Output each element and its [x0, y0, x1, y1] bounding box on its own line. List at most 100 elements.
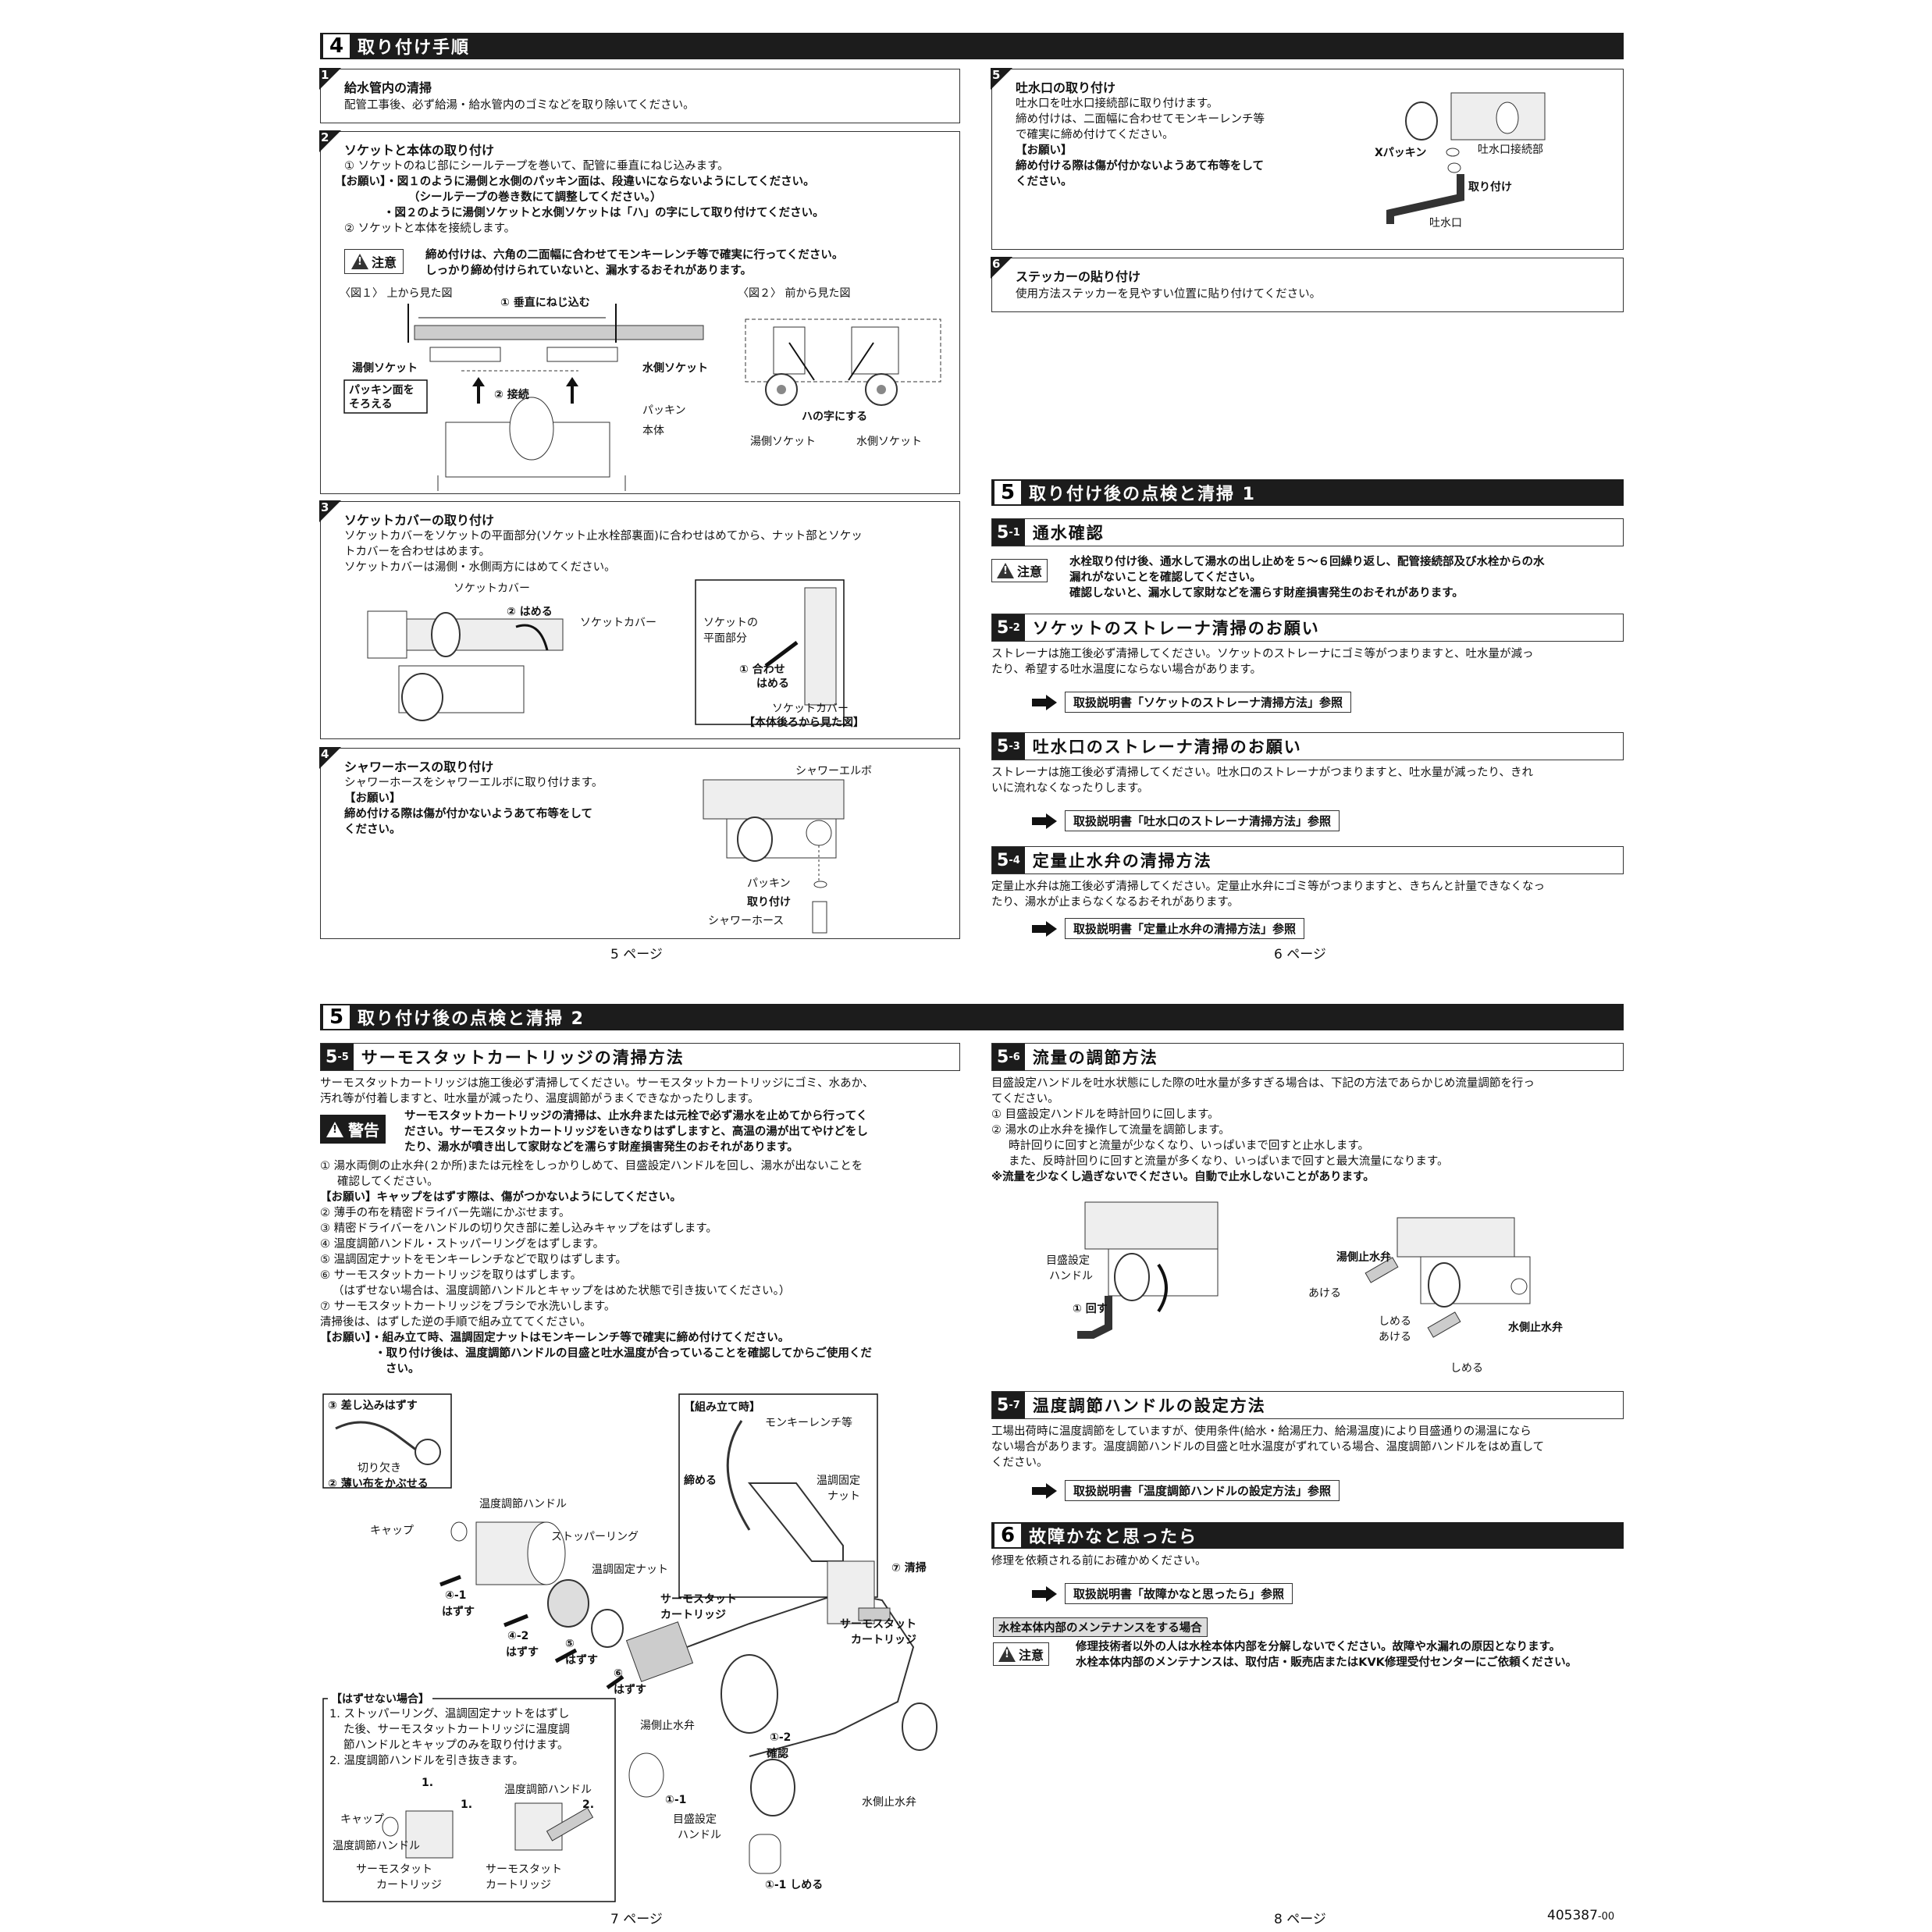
- step-request: 【お願い】: [344, 792, 401, 805]
- figure-label: パッキン: [642, 404, 686, 417]
- procedure-step: 確認してください。: [337, 1176, 439, 1188]
- figure-label: ハンドル: [1049, 1270, 1093, 1283]
- figure-label: ストッパーリング: [551, 1531, 639, 1543]
- document-number-suffix: -00: [1597, 1911, 1615, 1923]
- warning-text: サーモスタットカートリッジの清掃は、止水弁または元栓で必ず湯水を止めてから行って…: [404, 1110, 868, 1123]
- warning-badge: 警告: [320, 1115, 386, 1144]
- figure-1-socket-top-view: [343, 304, 704, 491]
- subsection-title: サーモスタットカートリッジの清掃方法: [361, 1048, 685, 1067]
- section-number: 5: [323, 1005, 350, 1029]
- subsection-text: ください。: [991, 1457, 1048, 1469]
- figure-label: 1.: [422, 1777, 434, 1789]
- warning-icon: [326, 1121, 343, 1137]
- subsection-text: てください。: [991, 1093, 1059, 1105]
- figure-note: 節ハンドルとキャップのみを取り付けます。: [343, 1739, 569, 1752]
- subsection-text: たり、希望する吐水温度にならない場合があります。: [991, 664, 1261, 676]
- figure-label: 温度調節ハンドル: [479, 1498, 567, 1510]
- subsection-5-3: 5-3 吐水口のストレーナ清掃のお願い: [991, 732, 1624, 760]
- figure-label: 水側止水弁: [862, 1796, 916, 1809]
- figure-label: ⑤: [565, 1638, 575, 1650]
- figure-label: パッキン面を: [349, 384, 415, 397]
- subsection-suffix: -5: [337, 1051, 349, 1063]
- reference-label: 取扱説明書「定量止水弁の清掃方法」参照: [1065, 918, 1305, 939]
- procedure-step: ③ 精密ドライバーをハンドルの切り欠き部に差し込みキャップをはずします。: [320, 1222, 717, 1235]
- figure-label: 温度調節ハンドル: [333, 1840, 420, 1852]
- caution-text: 漏れがないことを確認してください。: [1069, 571, 1261, 584]
- arrow-right-icon: [1032, 920, 1059, 937]
- figure-label: 水側ソケット: [856, 436, 922, 448]
- section-number: 5: [994, 481, 1021, 504]
- figure-label: シャワーホース: [708, 915, 785, 927]
- subsection-title: 温度調節ハンドルの設定方法: [1032, 1397, 1266, 1415]
- maintenance-tag: 水栓本体内部のメンテナンスをする場合: [993, 1617, 1208, 1637]
- figure-label: ハンドル: [678, 1829, 721, 1841]
- figure-label: 温度調節ハンドル: [504, 1784, 592, 1796]
- subsection-text: ② 湯水の止水弁を操作して流量を調節します。: [991, 1124, 1230, 1137]
- subsection-text: 時計回りに回すと流量が少なくなり、いっぱいまで回すと止水します。: [1009, 1140, 1369, 1152]
- figure-label: 確認: [767, 1748, 788, 1760]
- figure-label: ④-1: [445, 1589, 467, 1602]
- step-line: ソケットカバーをソケットの平面部分(ソケット止水栓部裏面)に合わせはめてから、ナ…: [344, 530, 863, 543]
- procedure-request: さい。: [386, 1363, 420, 1375]
- figure-label: ② 薄い布をかぶせる: [328, 1478, 429, 1490]
- caution-badge: 注意: [991, 559, 1048, 582]
- subsection-5-6: 5-6 流量の調節方法: [991, 1043, 1624, 1071]
- figure-label: キャップ: [340, 1813, 384, 1826]
- step-text: 配管工事後、必ず給湯・給水管内のゴミなどを取り除いてください。: [344, 99, 695, 112]
- step-6-box: 6 ステッカーの貼り付け 使用方法ステッカーを見やすい位置に貼り付けてください。: [991, 257, 1624, 312]
- figure-label: ② はめる: [507, 606, 553, 618]
- warning-label: 警告: [348, 1121, 379, 1140]
- section-title: 取り付け手順: [358, 38, 471, 58]
- figure-label: そろえる: [349, 398, 393, 411]
- reference-label: 取扱説明書「ソケットのストレーナ清掃方法」参照: [1065, 692, 1352, 713]
- figure-label: ② 接続: [494, 389, 529, 401]
- figure-label: 湯側止水弁: [1336, 1251, 1391, 1264]
- subsection-suffix: -4: [1009, 854, 1020, 866]
- figure-label: シャワーエルボ: [795, 765, 872, 777]
- manual-reference: 取扱説明書「定量止水弁の清掃方法」参照: [1032, 918, 1305, 939]
- section-number: 4: [323, 34, 350, 58]
- manual-reference: 取扱説明書「吐水口のストレーナ清掃方法」参照: [1032, 810, 1340, 831]
- figure-label: ハの字にする: [802, 411, 868, 423]
- procedure-request: ・取り付け後は、温度調節ハンドルの目盛と吐水温度が合っていることを確認してからご…: [375, 1347, 872, 1360]
- step-2-box: 2 ソケットと本体の取り付け ① ソケットのねじ部にシールテープを巻いて、配管に…: [319, 130, 960, 494]
- step-request: ください。: [1016, 176, 1073, 188]
- figure-caption: 〈図１〉 上から見た図: [340, 287, 453, 300]
- subsection-number: 5: [997, 1047, 1009, 1067]
- figure-label: しめる: [1450, 1362, 1483, 1375]
- manual-reference: 取扱説明書「温度調節ハンドルの設定方法」参照: [1032, 1480, 1340, 1501]
- figure-label: カートリッジ: [486, 1879, 551, 1891]
- procedure-step: ⑦ サーモスタットカートリッジをブラシで水洗いします。: [320, 1300, 616, 1313]
- caution-label: 注意: [1019, 1648, 1044, 1663]
- figure-socket-cover: [367, 579, 845, 725]
- section-5-1-header: 5 取り付け後の点検と清掃 1: [991, 479, 1624, 506]
- arrow-right-icon: [1032, 694, 1059, 710]
- figure-label: 目盛設定: [673, 1813, 717, 1826]
- section-title: 故障かなと思ったら: [1029, 1528, 1198, 1547]
- figure-label: サーモスタット: [840, 1618, 916, 1631]
- figure-label: ①-1: [665, 1794, 687, 1806]
- subsection-suffix: -7: [1009, 1399, 1020, 1411]
- page-number: 6 ページ: [1274, 947, 1326, 962]
- reference-label: 取扱説明書「温度調節ハンドルの設定方法」参照: [1065, 1480, 1340, 1501]
- warning-icon: [351, 254, 368, 269]
- figure-note: た後、サーモスタットカートリッジに温度調: [343, 1724, 570, 1736]
- subsection-number: 5: [997, 617, 1009, 638]
- figure-label: 目盛設定: [1046, 1254, 1090, 1267]
- figure-label: ① 回す: [1073, 1303, 1108, 1315]
- subsection-text: ストレーナは施工後必ず清掃してください。吐水口のストレーナがつまりますと、吐水量…: [991, 767, 1533, 779]
- figure-label: ソケットカバー: [772, 703, 849, 715]
- step-request: ください。: [344, 824, 401, 836]
- figure-label: ⑦ 清掃: [891, 1562, 927, 1574]
- figure-label: はめる: [756, 678, 789, 690]
- reference-label: 取扱説明書「吐水口のストレーナ清掃方法」参照: [1065, 810, 1340, 831]
- figure-label: 【本体後ろから見た図】: [744, 717, 864, 729]
- figure-label: 本体: [642, 425, 664, 437]
- step-title: 給水管内の清掃: [344, 80, 432, 95]
- figure-shower-hose: [703, 779, 845, 934]
- step-number: 3: [321, 500, 329, 514]
- procedure-step: 清掃後は、はずした逆の手順で組み立ててください。: [320, 1316, 592, 1329]
- figure-label: 【組み立て時】: [684, 1401, 760, 1414]
- manual-reference: 取扱説明書「ソケットのストレーナ清掃方法」参照: [1032, 692, 1352, 713]
